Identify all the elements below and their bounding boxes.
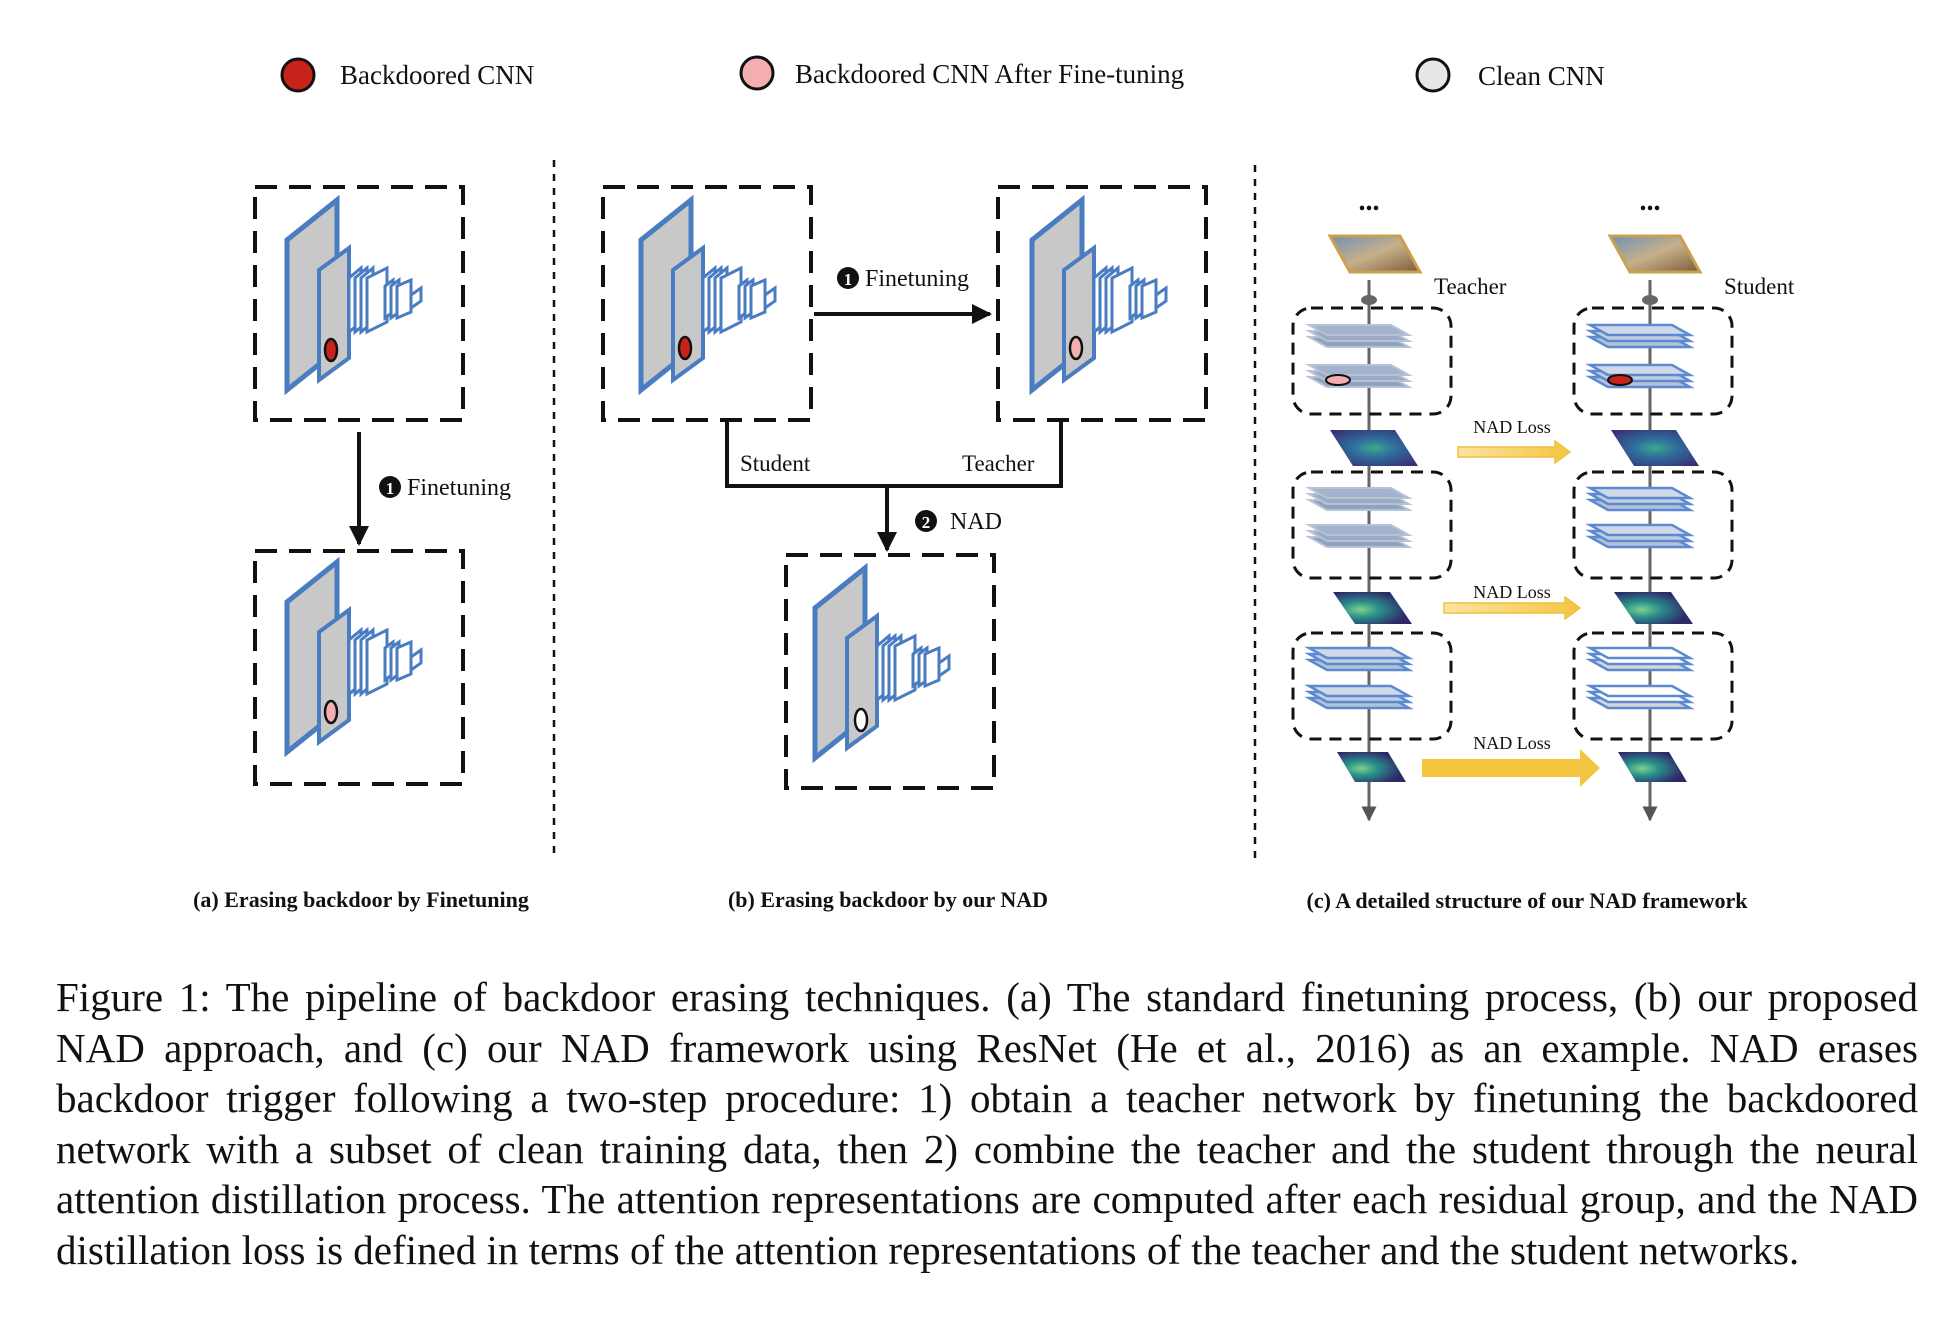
panel-a-box-bottom — [253, 549, 465, 786]
teacher-attention-3 — [1337, 752, 1406, 782]
cnn-finetuned-icon — [287, 562, 421, 752]
student-layer-1b — [1588, 363, 1692, 389]
teacher-attention-1 — [1330, 430, 1418, 466]
teacher-attention-2 — [1333, 592, 1412, 624]
student-attention-2 — [1614, 592, 1693, 624]
legend-label-backdoored: Backdoored CNN — [340, 60, 534, 90]
panel-c-caption: (c) A detailed structure of our NAD fram… — [1307, 888, 1749, 913]
panel-b-merge-line — [725, 420, 1063, 488]
student-layer-3a — [1588, 646, 1692, 672]
student-input-node — [1642, 295, 1658, 305]
legend-marker-clean — [1415, 57, 1451, 93]
panel-a-caption: (a) Erasing backdoor by Finetuning — [193, 887, 529, 912]
nad-loss-arrow-3 — [1422, 749, 1600, 787]
legend-marker-finetuned — [739, 55, 775, 91]
cnn-backdoored-icon — [287, 200, 421, 390]
student-attention-1 — [1611, 430, 1699, 466]
cnn-teacher-icon — [1032, 200, 1166, 390]
panel-a-step1-num: 1 — [386, 479, 395, 498]
legend-marker-backdoored — [280, 57, 316, 93]
teacher-input-node — [1361, 295, 1377, 305]
panel-b-teacher-label: Teacher — [962, 451, 1035, 476]
teacher-group-2 — [1291, 470, 1453, 580]
panel-b-box-clean — [784, 553, 996, 790]
cnn-student-icon — [641, 200, 775, 390]
teacher-group-1 — [1291, 306, 1453, 416]
student-attention-3 — [1618, 752, 1687, 782]
student-group-2 — [1572, 470, 1734, 580]
figure-caption: Figure 1: The pipeline of backdoor erasi… — [56, 974, 1918, 1273]
nad-loss-arrow-2 — [1443, 595, 1582, 621]
nad-loss-label-2: NAD Loss — [1473, 582, 1551, 602]
panel-b-step1-num: 1 — [844, 270, 853, 289]
nad-loss-arrow-1 — [1457, 439, 1572, 465]
panel-b-step2-badge — [915, 510, 937, 532]
nad-loss-label-3: NAD Loss — [1473, 733, 1551, 753]
panel-c: ... Teacher ... Student — [1291, 186, 1795, 913]
panel-c-teacher-label: Teacher — [1434, 274, 1507, 299]
panel-a-box-top — [253, 185, 465, 422]
student-trigger-marker — [1607, 374, 1633, 386]
panel-b-student-label: Student — [740, 451, 811, 476]
teacher-layer-1b — [1308, 364, 1410, 388]
teacher-layer-1a — [1308, 324, 1410, 348]
student-ellipsis: ... — [1640, 186, 1661, 217]
teacher-layer-3a — [1307, 646, 1411, 672]
panel-c-student-label: Student — [1724, 274, 1795, 299]
student-layer-1a — [1588, 323, 1692, 349]
panel-b-step1-label: Finetuning — [865, 266, 969, 292]
cnn-clean-icon — [815, 568, 949, 758]
panel-b-step2-label: NAD — [950, 509, 1002, 535]
panel-a-step1-label: Finetuning — [407, 475, 511, 501]
panel-a-step1-badge — [379, 476, 401, 498]
legend: Backdoored CNN Backdoored CNN After Fine… — [280, 55, 1605, 93]
panel-b-step2-num: 2 — [922, 513, 931, 532]
teacher-layer-2b — [1308, 524, 1410, 548]
panel-b: 1 Finetuning Student Teacher 2 NAD (b) E… — [601, 185, 1208, 912]
student-input-image — [1607, 234, 1703, 274]
teacher-input-image — [1327, 234, 1423, 274]
teacher-layer-2a — [1308, 487, 1410, 511]
nad-loss-label-1: NAD Loss — [1473, 417, 1551, 437]
student-layer-2b — [1588, 523, 1692, 549]
teacher-ellipsis: ... — [1359, 186, 1380, 217]
student-group-3 — [1572, 631, 1734, 741]
teacher-layer-3b — [1307, 684, 1411, 710]
panel-b-box-teacher — [996, 185, 1208, 422]
figure-diagram: Backdoored CNN Backdoored CNN After Fine… — [193, 55, 1795, 913]
student-layer-3b — [1588, 684, 1692, 710]
legend-label-finetuned: Backdoored CNN After Fine-tuning — [795, 59, 1184, 89]
panel-b-step1-badge — [837, 267, 859, 289]
teacher-trigger-marker — [1325, 374, 1351, 386]
student-group-1 — [1572, 306, 1734, 416]
student-layer-2a — [1588, 486, 1692, 512]
teacher-group-3 — [1291, 631, 1453, 741]
panel-b-caption: (b) Erasing backdoor by our NAD — [728, 887, 1048, 912]
legend-label-clean: Clean CNN — [1478, 61, 1605, 91]
panel-a: 1 Finetuning (a) Erasing backdoor by Fin… — [193, 185, 529, 912]
panel-b-box-student — [601, 185, 813, 422]
